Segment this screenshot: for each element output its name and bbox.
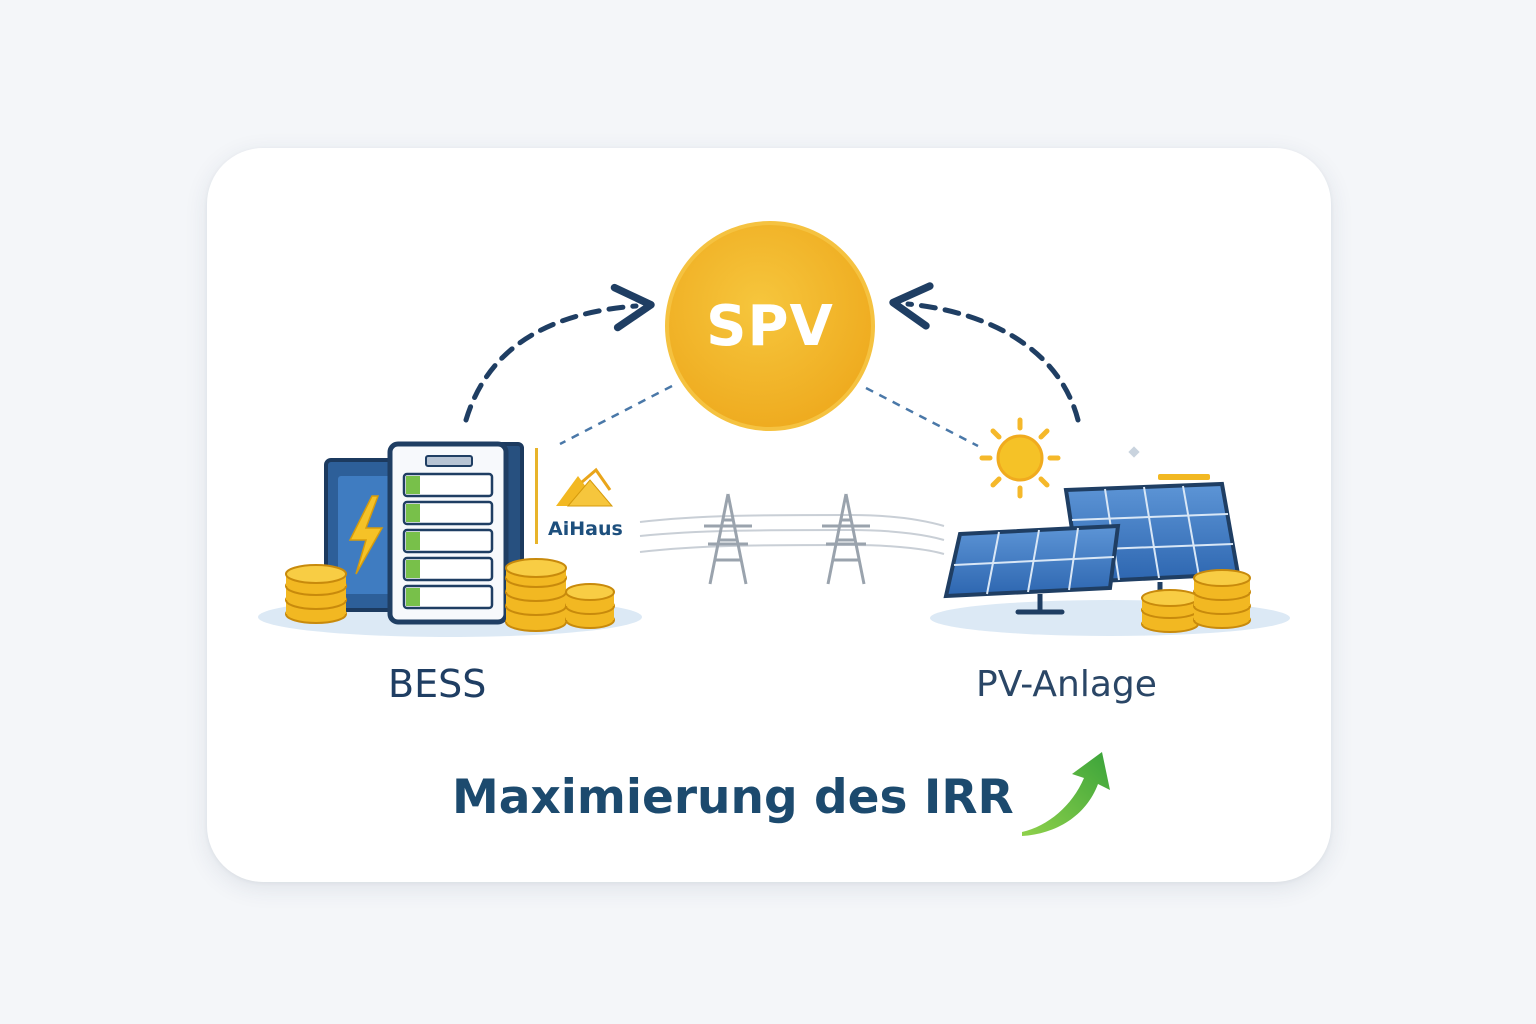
spv-node <box>664 220 876 432</box>
footer-title: Maximierung des IRR <box>452 770 1014 825</box>
coin-stack-icon <box>1141 569 1251 633</box>
coin-stack-icon <box>285 558 615 632</box>
pv-to-spv-arrow <box>889 282 1081 423</box>
battery-cells <box>402 472 494 610</box>
sun-icon <box>979 417 1061 499</box>
bess-label: BESS <box>388 662 487 706</box>
growth-arrow-icon <box>1022 752 1110 836</box>
pv-label: PV-Anlage <box>976 664 1157 705</box>
aihaus-logo-icon <box>556 467 614 507</box>
bess-to-spv-arrow <box>463 283 655 423</box>
lightning-icon <box>348 495 384 575</box>
brand-name: AiHaus <box>548 518 623 540</box>
transmission-tower-icon <box>639 493 945 585</box>
spv-connector-lines <box>559 384 979 448</box>
spv-label: SPV <box>706 293 834 359</box>
